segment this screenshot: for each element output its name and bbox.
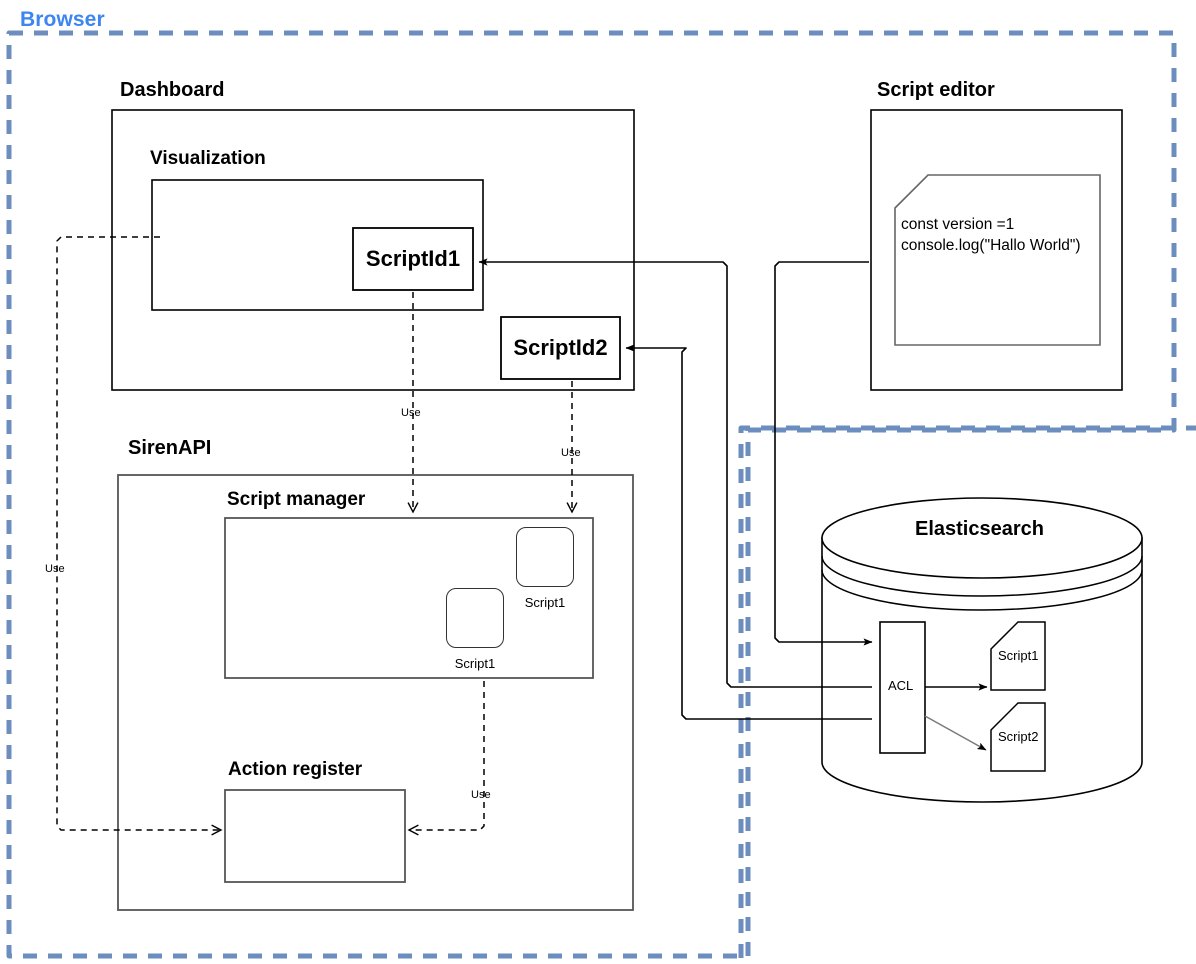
- edge-label-use-visualization: Use: [45, 563, 65, 575]
- script-editor-label: Script editor: [877, 79, 995, 101]
- sirenapi-label: SirenAPI: [128, 437, 212, 459]
- visualization-label: Visualization: [150, 148, 266, 169]
- dashboard-label: Dashboard: [120, 79, 225, 101]
- editor-code-line-1: const version =1: [901, 216, 1015, 233]
- action-register-box: [224, 789, 406, 883]
- scriptid2-box[interactable]: [500, 316, 621, 380]
- gear-upper-caption: Script1: [524, 595, 566, 610]
- editor-code-line-2: console.log("Hallo World"): [901, 237, 1081, 254]
- edge-gear-to-action-register: [409, 681, 485, 830]
- gear-icon-upper-frame[interactable]: [516, 527, 574, 587]
- scriptid1-box[interactable]: [352, 227, 474, 291]
- elasticsearch-label: Elasticsearch: [915, 518, 1044, 540]
- scriptid2-label: ScriptId2: [513, 335, 608, 360]
- edge-label-use-scriptid2: Use: [561, 447, 581, 459]
- gear-lower-caption: Script1: [454, 656, 496, 671]
- es-script1-label: Script1: [998, 648, 1039, 663]
- es-script2-label: Script2: [998, 729, 1039, 744]
- es-script1-shape[interactable]: [990, 621, 1046, 691]
- edge-acl-to-scriptid2: [625, 344, 872, 720]
- edge-acl-to-scriptid1: [478, 258, 872, 688]
- edge-label-use-gear: Use: [471, 789, 491, 801]
- action-register-label: Action register: [228, 759, 363, 780]
- acl-label: ACL: [888, 678, 914, 693]
- es-script2-shape[interactable]: [990, 702, 1046, 772]
- scriptid1-label: ScriptId1: [365, 246, 461, 271]
- elasticsearch-cylinder: [821, 497, 1143, 803]
- edge-label-use-scriptid1: Use: [401, 407, 421, 419]
- editor-document-shape[interactable]: [894, 174, 1101, 346]
- script-manager-label: Script manager: [227, 489, 366, 510]
- backend-boundary: [738, 425, 1196, 964]
- edge-editor-to-acl: [774, 261, 873, 646]
- edge-acl-to-es-script2: [924, 715, 987, 751]
- edge-visualization-to-action-register: [56, 236, 221, 830]
- gear-icon-lower-frame[interactable]: [446, 588, 504, 648]
- browser-boundary-label: Browser: [20, 8, 105, 31]
